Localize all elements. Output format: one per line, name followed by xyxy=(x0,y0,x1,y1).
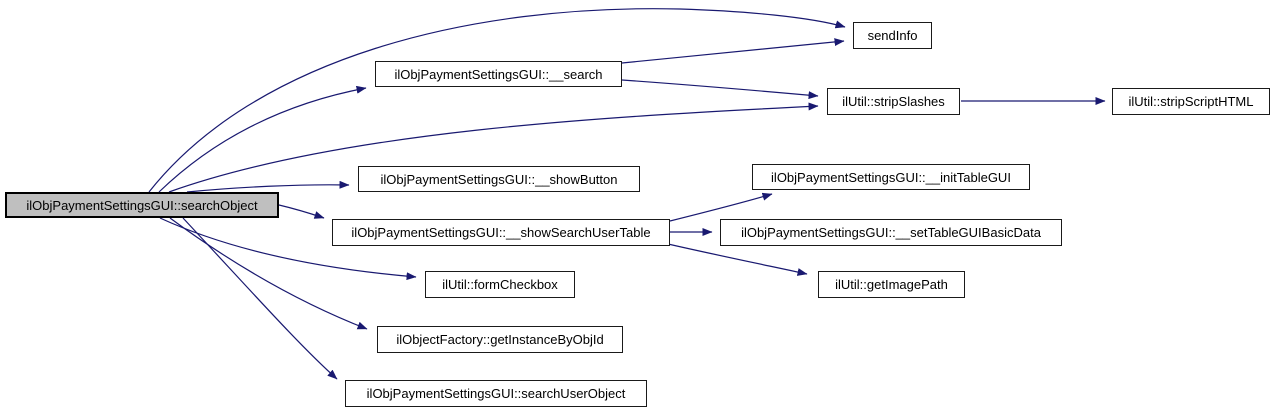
node-stripScriptHTML[interactable]: ilUtil::stripScriptHTML xyxy=(1112,88,1270,115)
node-getInstanceByObjId[interactable]: ilObjectFactory::getInstanceByObjId xyxy=(377,326,623,353)
edge-search-stripSlashes xyxy=(621,79,819,100)
node-setTableGUIBasicData[interactable]: ilObjPaymentSettingsGUI::__setTableGUIBa… xyxy=(720,219,1062,246)
node-showButton[interactable]: ilObjPaymentSettingsGUI::__showButton xyxy=(358,166,640,192)
edge-searchObject-showButton xyxy=(186,180,350,193)
node-stripSlashes[interactable]: ilUtil::stripSlashes xyxy=(827,88,960,115)
node-showSearchUserTable[interactable]: ilObjPaymentSettingsGUI::__showSearchUse… xyxy=(332,219,670,246)
edge-searchObject-formCheckbox xyxy=(159,217,417,281)
edge-searchObject-showSearchUserTable xyxy=(278,204,325,219)
edge-searchObject-getInstanceByObjId xyxy=(169,217,368,330)
node-formCheckbox[interactable]: ilUtil::formCheckbox xyxy=(425,271,575,298)
edge-searchObject-searchUserObject xyxy=(182,217,338,380)
edge-search-sendInfo xyxy=(621,38,845,64)
node-searchObject: ilObjPaymentSettingsGUI::searchObject xyxy=(5,192,279,218)
edge-searchObject-search xyxy=(158,85,367,193)
edge-showSearchUserTable-getImagePath xyxy=(667,243,808,276)
node-initTableGUI[interactable]: ilObjPaymentSettingsGUI::__initTableGUI xyxy=(752,164,1030,190)
edge-searchObject-stripSlashes xyxy=(168,102,819,193)
node-searchUserObject[interactable]: ilObjPaymentSettingsGUI::searchUserObjec… xyxy=(345,380,647,407)
node-getImagePath[interactable]: ilUtil::getImagePath xyxy=(818,271,965,298)
node-search[interactable]: ilObjPaymentSettingsGUI::__search xyxy=(375,61,622,87)
node-sendInfo[interactable]: sendInfo xyxy=(853,22,932,49)
edge-searchObject-sendInfo xyxy=(148,8,846,193)
edge-showSearchUserTable-initTableGUI xyxy=(669,192,773,222)
